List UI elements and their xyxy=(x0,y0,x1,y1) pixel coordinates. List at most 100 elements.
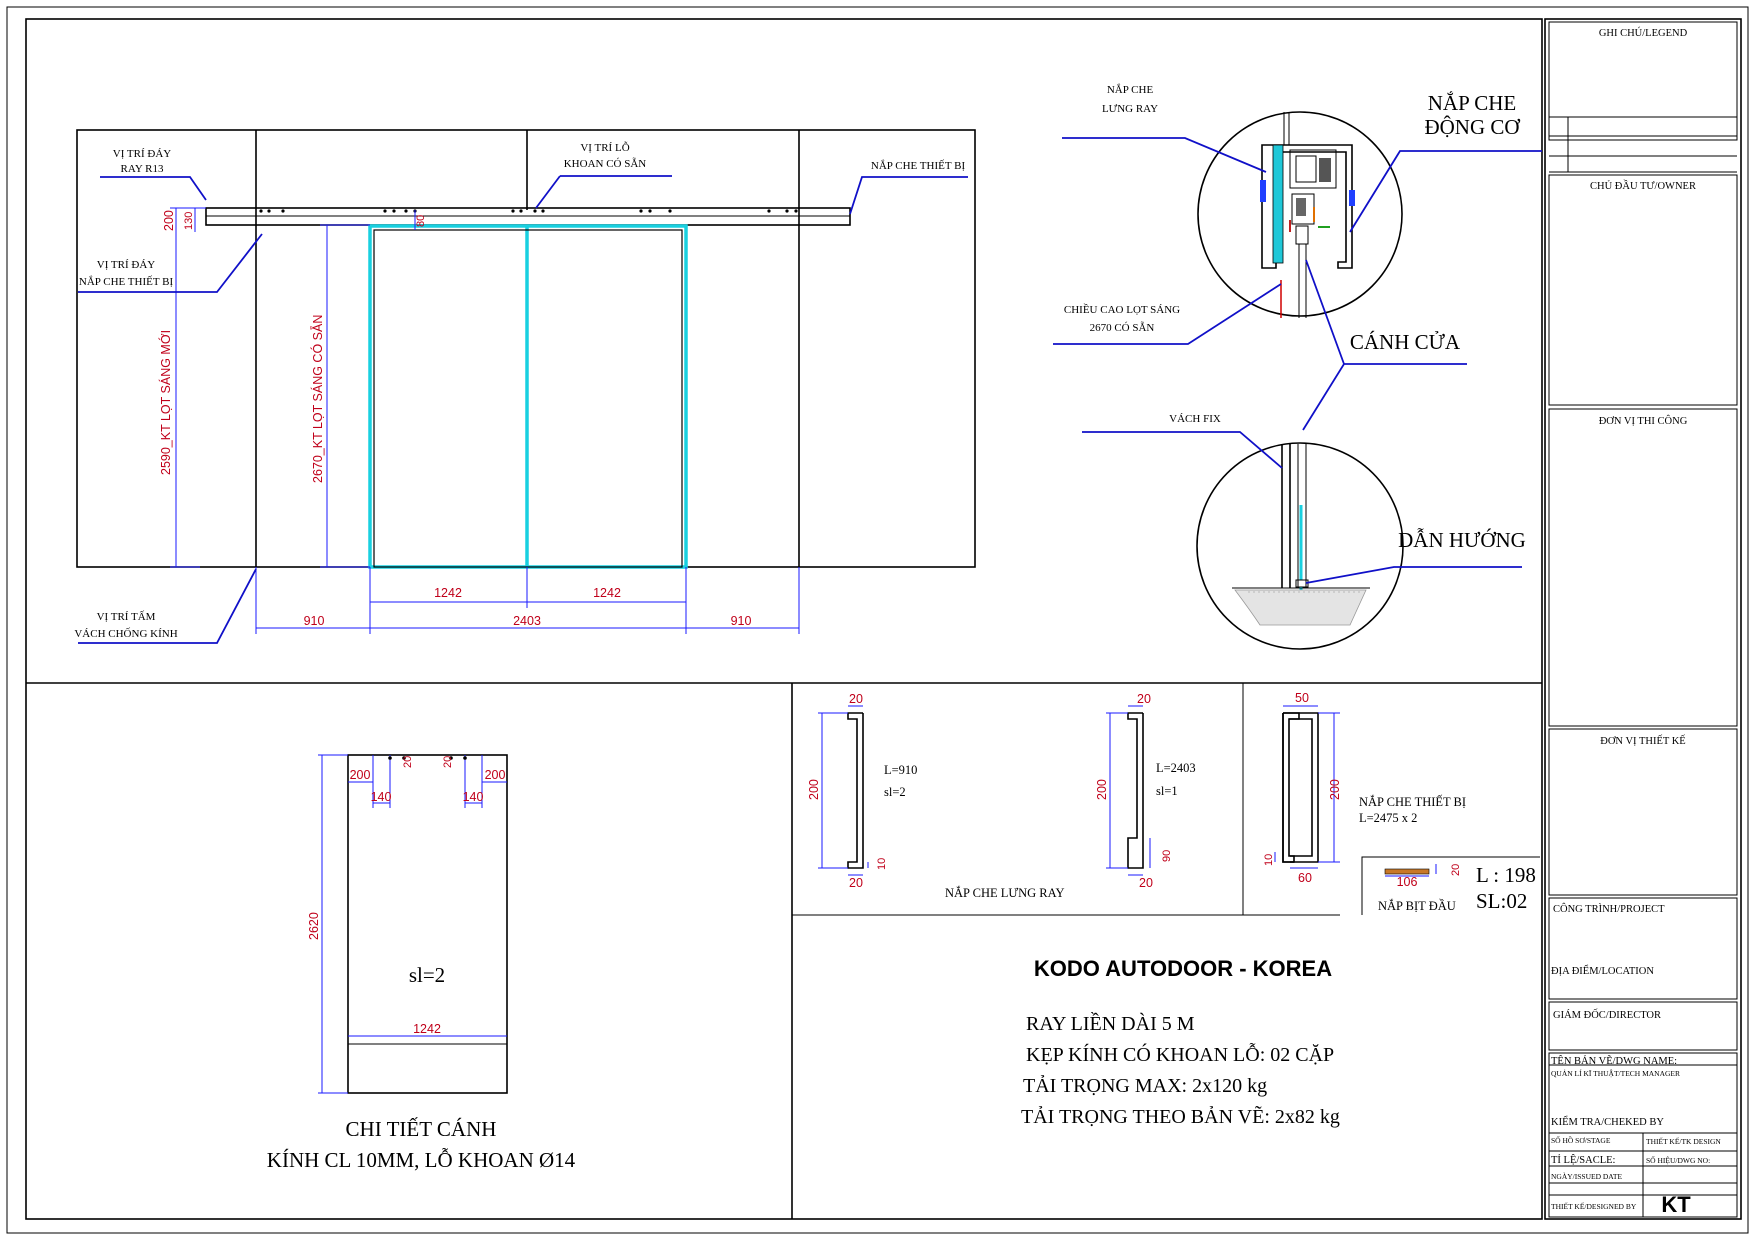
leader-clear-height xyxy=(1053,283,1282,345)
tb-checked: KIỂM TRA/CHEKED BY xyxy=(1551,1115,1664,1128)
tb-contractor-box xyxy=(1548,408,1738,727)
leaf-subtitle: KÍNH CL 10MM, LỖ KHOAN Ø14 xyxy=(267,1148,576,1172)
label-equip-cover-length: L=2475 x 2 xyxy=(1359,811,1417,825)
drawing-frame xyxy=(25,18,1543,1220)
leader-motor-cover xyxy=(1349,150,1542,233)
leaf-title: CHI TIẾT CÁNH xyxy=(346,1117,497,1141)
tb-owner-box xyxy=(1548,174,1738,406)
p2-length: L=2403 xyxy=(1156,761,1196,775)
dim-side-right: 910 xyxy=(731,614,752,628)
label-cover-position-1: VỊ TRÍ ĐÁY xyxy=(97,259,156,271)
elevation-view: 200 130 80 2590_KT LỌT SÁNG MỚI 2670_KT … xyxy=(74,129,976,644)
leader-cover-position xyxy=(78,233,263,293)
tb-owner: CHỦ ĐẦU TƯ/OWNER xyxy=(1590,179,1696,192)
leader-equipment-cover xyxy=(849,176,968,215)
p3-top: 50 xyxy=(1295,691,1309,705)
end-cap-shape xyxy=(1384,868,1430,875)
leaf-dim-200-right: 200 xyxy=(485,768,506,782)
p1-bottom: 20 xyxy=(849,876,863,890)
p3-height: 200 xyxy=(1328,779,1342,800)
leaf-inner xyxy=(373,229,683,568)
label-drill-2: KHOAN CÓ SẴN xyxy=(564,157,647,170)
p2-top: 20 xyxy=(1137,692,1151,706)
label-equipment-cover: NẮP CHE THIẾT BỊ xyxy=(871,159,966,172)
label-rail-position-1: VỊ TRÍ ĐÁY xyxy=(113,148,172,160)
tb-director: GIÁM ĐỐC/DIRECTOR xyxy=(1553,1008,1661,1021)
label-equip-cover-profile: NẮP CHE THIẾT BỊ xyxy=(1359,794,1466,809)
note-2: KẸP KÍNH CÓ KHOAN LỖ: 02 CẶP xyxy=(1026,1042,1334,1066)
tb-scale: TỈ LỆ/SACLE: xyxy=(1551,1154,1616,1166)
detail-circle-bottom xyxy=(1196,442,1404,650)
dim-200: 200 xyxy=(162,210,176,231)
label-rail-back-cover-1: NẮP CHE xyxy=(1107,83,1154,96)
tb-designed: THIẾT KẾ/DESIGNED BY xyxy=(1551,1201,1637,1211)
dim-side-left: 910 xyxy=(304,614,325,628)
end-cap-height: 20 xyxy=(1450,864,1462,876)
label-guide: DẪN HƯỚNG xyxy=(1398,528,1526,552)
label-motor-cover-2: ĐỘNG CƠ xyxy=(1424,115,1520,139)
label-back-cover-profile: NẮP CHE LƯNG RAY xyxy=(945,885,1065,900)
label-clear-height-2: 2670 CÓ SẴN xyxy=(1090,321,1155,334)
p1-height: 200 xyxy=(807,779,821,800)
p1-lip: 10 xyxy=(876,858,888,870)
leaf-detail: 200 200 20 20 140 140 2620 1242 sl=2 CHI… xyxy=(267,754,576,1172)
leaf-dim-20-left: 20 xyxy=(402,756,414,768)
leaf-dim-140-left: 140 xyxy=(371,790,392,804)
dim-130: 130 xyxy=(183,212,195,230)
profile-3-shape xyxy=(1283,712,1319,863)
leaf-dim-height: 2620 xyxy=(307,912,321,940)
label-rail-back-cover-2: LƯNG RAY xyxy=(1102,103,1158,115)
dim-center: 2403 xyxy=(513,614,541,628)
end-cap-width: 106 xyxy=(1397,875,1418,889)
label-clear-height-1: CHIỀU CAO LỌT SÁNG xyxy=(1064,303,1180,316)
tb-project: CÔNG TRÌNH/PROJECT xyxy=(1553,903,1665,915)
dim-80: 80 xyxy=(415,215,427,227)
leaf-dim-200-left: 200 xyxy=(350,768,371,782)
dim-clear-new: 2590_KT LỌT SÁNG MỚI xyxy=(158,330,173,475)
label-glass-panel-1: VỊ TRÍ TẤM xyxy=(97,610,156,623)
note-3: TẢI TRỌNG MAX: 2x120 kg xyxy=(1023,1074,1267,1097)
p1-qty: sl=2 xyxy=(884,785,906,799)
p2-bottom: 20 xyxy=(1139,876,1153,890)
end-cap-length: L : 198 xyxy=(1476,863,1536,887)
leader-guide xyxy=(1305,566,1522,584)
brand: KODO AUTODOOR - KOREA xyxy=(1034,956,1332,981)
note-1: RAY LIỀN DÀI 5 M xyxy=(1026,1011,1195,1035)
label-rail-position-2: RAY R13 xyxy=(121,163,164,175)
dim-leaf-1: 1242 xyxy=(434,586,462,600)
label-cover-position-2: NẮP CHE THIẾT BỊ xyxy=(79,275,174,288)
p2-lip: 90 xyxy=(1161,850,1173,862)
dim-clear-existing: 2670_KT LỌT SÁNG CÓ SẴN xyxy=(310,315,325,483)
tb-stage: SỐ HỒ SƠ/STAGE xyxy=(1551,1135,1611,1145)
tb-contractor: ĐƠN VỊ THI CÔNG xyxy=(1599,415,1688,427)
tb-designed-value: KT xyxy=(1661,1192,1691,1217)
notes: KODO AUTODOOR - KOREA RAY LIỀN DÀI 5 M K… xyxy=(1021,956,1340,1128)
tb-location: ĐỊA ĐIỂM/LOCATION xyxy=(1551,964,1654,977)
leaf-dim-140-right: 140 xyxy=(463,790,484,804)
sheet-border xyxy=(6,6,1749,1234)
tb-dwg-name: TÊN BẢN VẼ/DWG NAME: xyxy=(1551,1055,1677,1067)
leader-glass-panel xyxy=(78,568,257,644)
leader-fixed-panel xyxy=(1082,431,1283,469)
p3-bottom: 60 xyxy=(1298,871,1312,885)
end-cap-qty: SL:02 xyxy=(1476,889,1527,913)
dimension-lines xyxy=(170,207,800,634)
section-details: NẮP CHE LƯNG RAY NẮP CHE ĐỘNG CƠ CHIỀU C… xyxy=(1053,83,1542,650)
note-4: TẢI TRỌNG THEO BẢN VẼ: 2x82 kg xyxy=(1021,1104,1340,1128)
profile-2-shape xyxy=(1127,712,1144,869)
leaf-dim-width: 1242 xyxy=(413,1022,441,1036)
label-motor-cover-1: NẮP CHE xyxy=(1428,91,1516,115)
title-block: GHI CHÚ/LEGEND CHỦ ĐẦU TƯ/OWNER ĐƠN VỊ T… xyxy=(1544,18,1742,1220)
tb-manager: QUẢN LÍ KĨ THUẬT/TECH MANAGER xyxy=(1551,1068,1680,1078)
tb-designer-box xyxy=(1548,728,1738,896)
leaf-dim-20-right: 20 xyxy=(442,756,454,768)
p2-height: 200 xyxy=(1095,779,1109,800)
label-glass-panel-2: VÁCH CHỐNG KÍNH xyxy=(74,627,177,640)
p2-qty: sl=1 xyxy=(1156,784,1178,798)
top-detail-geometry xyxy=(1260,112,1355,318)
p3-lip: 10 xyxy=(1263,854,1275,866)
tb-dwg-no: SỐ HIỆU/DWG NO: xyxy=(1646,1155,1710,1165)
tb-stage-value: THIẾT KẾ/TK DESIGN xyxy=(1646,1136,1721,1146)
leader-door-leaf xyxy=(1302,363,1467,431)
